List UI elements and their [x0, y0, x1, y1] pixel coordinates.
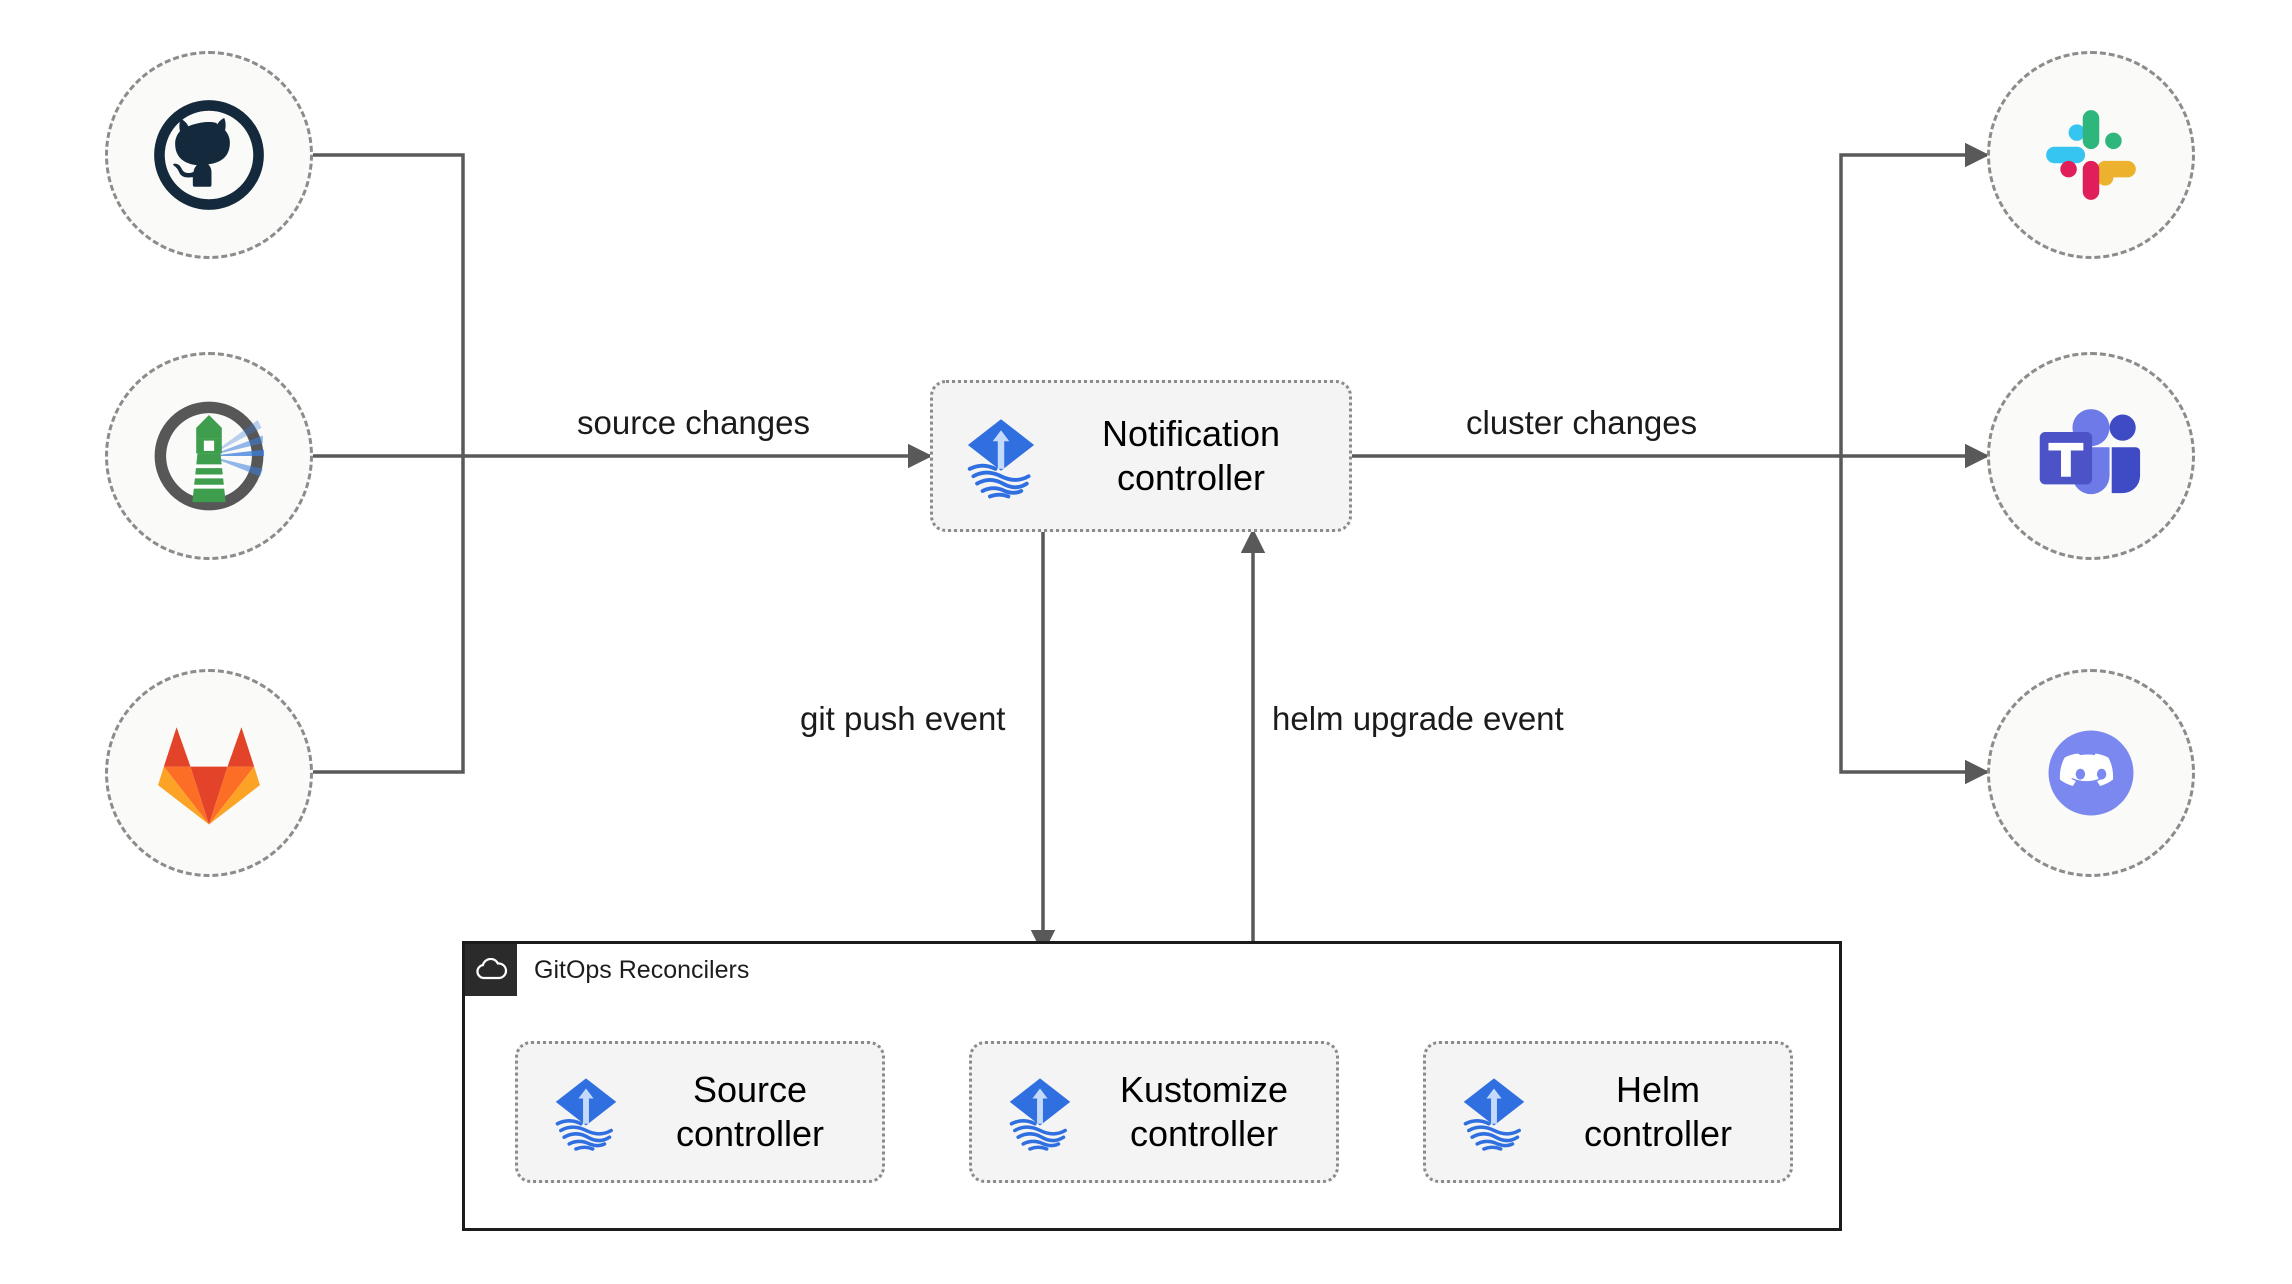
- gitops-reconcilers-container: GitOps Reconcilers Source controller: [462, 941, 1842, 1231]
- destination-node-discord[interactable]: [1987, 669, 2195, 877]
- edge-label-helm-upgrade-event: helm upgrade event: [1272, 700, 1564, 737]
- notification-controller-box[interactable]: Notification controller: [930, 380, 1352, 532]
- destination-node-slack[interactable]: [1987, 51, 2195, 259]
- discord-icon: [2048, 730, 2134, 816]
- kustomize-controller-label: Kustomize controller: [1119, 1069, 1289, 1154]
- kustomize-controller-box[interactable]: Kustomize controller: [969, 1041, 1339, 1183]
- source-node-flux[interactable]: [105, 352, 313, 560]
- source-controller-box[interactable]: Source controller: [515, 1041, 885, 1183]
- microsoft-teams-icon: [2039, 409, 2141, 495]
- flux-controller-icon: [1448, 1066, 1540, 1158]
- helm-controller-box[interactable]: Helm controller: [1423, 1041, 1793, 1183]
- cloud-icon: [465, 944, 517, 996]
- source-node-github[interactable]: [105, 51, 313, 259]
- destination-node-teams[interactable]: [1987, 352, 2195, 560]
- source-node-gitlab[interactable]: [105, 669, 313, 877]
- slack-icon: [2046, 110, 2136, 200]
- edge-label-source-changes: source changes: [577, 404, 810, 441]
- flux-controller-icon: [994, 1066, 1086, 1158]
- container-header: GitOps Reconcilers: [465, 944, 749, 996]
- source-controller-label: Source controller: [675, 1069, 825, 1154]
- container-title-label: GitOps Reconcilers: [534, 955, 750, 984]
- helm-controller-label: Helm controller: [1583, 1069, 1733, 1154]
- gitlab-icon: [158, 727, 260, 825]
- notification-controller-label: Notification controller: [1101, 413, 1281, 498]
- github-icon: [154, 100, 264, 210]
- flux-controller-icon: [540, 1066, 632, 1158]
- edge-label-git-push-event: git push event: [800, 700, 1006, 737]
- flux-controller-icon: [955, 410, 1047, 502]
- flux-lighthouse-icon: [154, 401, 265, 511]
- edge-label-cluster-changes: cluster changes: [1466, 404, 1698, 441]
